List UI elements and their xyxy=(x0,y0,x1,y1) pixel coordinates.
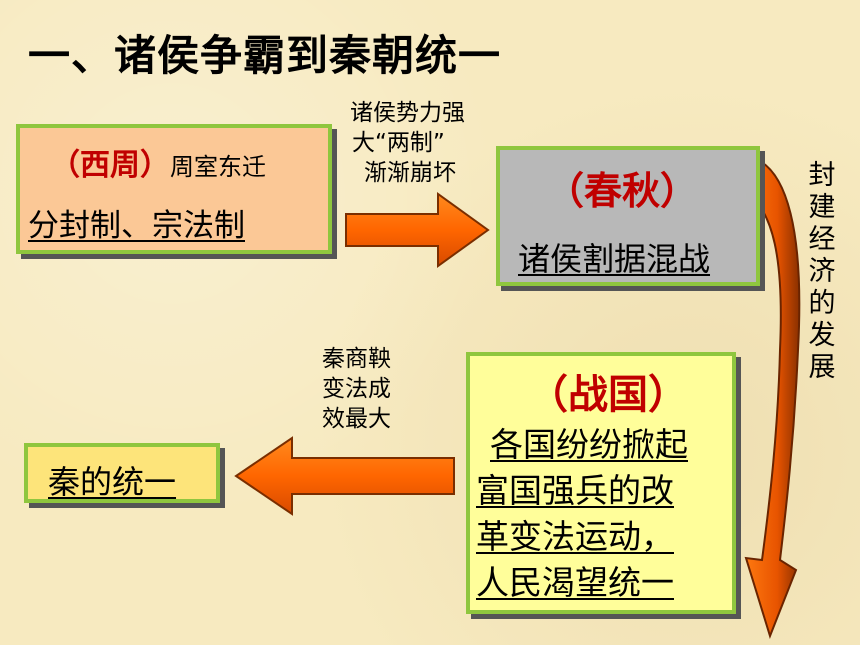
warring-states-era: （战国） xyxy=(528,372,688,418)
west-zhou-box: （西周）周室东迁 分封制、宗法制 xyxy=(16,124,332,254)
vertical-label: 封 建 经 济 的 发 展 xyxy=(807,160,837,384)
spring-autumn-box: （春秋） 诸侯割据混战 xyxy=(496,146,760,286)
note-bottom-line-1: 秦商鞅 xyxy=(322,346,391,372)
warring-states-lines: 各国纷纷掀起 富国强兵的改 革变法运动， 人民渴望统一 xyxy=(476,422,726,606)
arrow-right xyxy=(345,192,490,268)
note-top-line-3: 渐渐崩坏 xyxy=(364,160,456,186)
spring-autumn-desc: 诸侯割据混战 xyxy=(518,240,711,278)
qin-unification-box: 秦的统一 xyxy=(24,443,220,503)
warring-line-1: 各国纷纷掀起 xyxy=(490,425,688,464)
west-zhou-system: 分封制、宗法制 xyxy=(28,208,245,244)
warring-line-2: 富国强兵的改 xyxy=(476,471,674,510)
curved-arrow-down xyxy=(743,154,801,640)
vertical-char: 的 xyxy=(808,288,836,319)
note-top-line-1: 诸侯势力强 xyxy=(350,100,465,126)
vertical-char: 发 xyxy=(808,320,836,351)
note-top-line-2: 大“两制” xyxy=(352,130,445,156)
warring-line-3: 革变法运动， xyxy=(476,517,674,556)
warring-states-box: （战国） 各国纷纷掀起 富国强兵的改 革变法运动， 人民渴望统一 xyxy=(466,352,736,614)
vertical-char: 济 xyxy=(808,256,836,287)
warring-line-4: 人民渴望统一 xyxy=(476,563,674,602)
west-zhou-era: （西周）周室东迁 xyxy=(50,140,266,184)
west-zhou-era-label: （西周） xyxy=(50,148,170,183)
note-bottom: 秦商鞅 变法成 效最大 xyxy=(322,344,391,434)
vertical-char: 封 xyxy=(808,160,836,191)
vertical-char: 经 xyxy=(808,224,836,255)
arrow-left xyxy=(234,436,455,516)
qin-unification-label: 秦的统一 xyxy=(48,463,177,501)
vertical-char: 建 xyxy=(808,192,836,223)
vertical-char: 展 xyxy=(808,352,836,383)
note-top: 诸侯势力强 大“两制” 渐渐崩坏 xyxy=(350,98,465,188)
page-title: 一、诸侯争霸到秦朝统一 xyxy=(28,31,502,80)
west-zhou-sub: 周室东迁 xyxy=(170,153,266,181)
spring-autumn-era: （春秋） xyxy=(546,169,699,213)
note-bottom-line-2: 变法成 xyxy=(322,376,391,402)
note-bottom-line-3: 效最大 xyxy=(322,406,391,432)
